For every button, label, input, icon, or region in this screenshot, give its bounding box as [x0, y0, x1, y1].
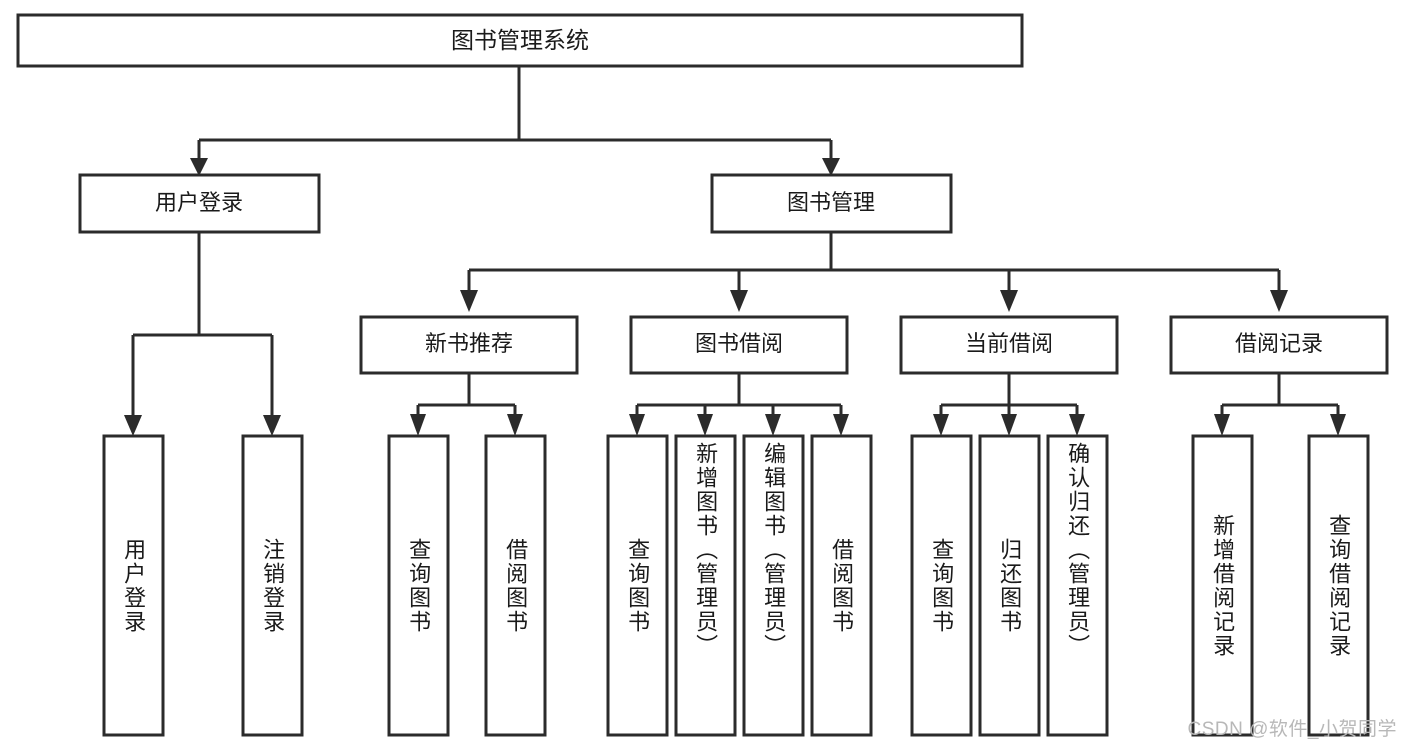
- arrowhead-leaf-borrow-book-1: [507, 414, 523, 436]
- arrowhead-leaf-edit-book: [765, 414, 781, 436]
- arrowhead-leaf-add-book: [697, 414, 713, 436]
- arrowhead-book-borrow: [730, 290, 748, 312]
- node-leaf-query-book-2-rect[interactable]: [606, 434, 669, 737]
- arrowhead-leaf-user-login: [124, 415, 142, 436]
- node-leaf-logout-login-rect[interactable]: [241, 434, 304, 737]
- node-book-borrow-label: 图书借阅: [695, 331, 783, 356]
- arrowhead-leaf-logout-login: [263, 415, 281, 436]
- node-user-login[interactable]: 用户登录: [78, 173, 321, 234]
- node-leaf-add-book-rect[interactable]: [674, 434, 737, 737]
- node-borrow-record[interactable]: 借阅记录: [1169, 315, 1389, 375]
- arrowhead-leaf-borrow-book-2: [833, 414, 849, 436]
- node-leaf-user-login-rect[interactable]: [102, 434, 165, 737]
- node-book-manage[interactable]: 图书管理: [710, 173, 953, 234]
- node-root-rect[interactable]: [16, 13, 1024, 68]
- arrowhead-leaf-query-book-3: [933, 414, 949, 436]
- node-current-borrow[interactable]: 当前借阅: [899, 315, 1119, 375]
- node-borrow-record-rect[interactable]: [1169, 315, 1389, 375]
- arrowhead-leaf-query-record: [1330, 414, 1346, 436]
- node-new-book-recommend-label: 新书推荐: [425, 331, 513, 356]
- arrowhead-leaf-query-book-2: [629, 414, 645, 436]
- connector-group-current-borrow: [933, 373, 1085, 436]
- node-root[interactable]: 图书管理系统: [16, 13, 1024, 68]
- connector-group-new-book-recommend: [410, 373, 523, 436]
- node-leaf-borrow-book-2-rect[interactable]: [810, 434, 873, 737]
- node-current-borrow-rect[interactable]: [899, 315, 1119, 375]
- node-leaf-edit-book-rect[interactable]: [742, 434, 805, 737]
- csdn-watermark: CSDN @软件_小贺同学: [1187, 719, 1397, 740]
- node-leaf-query-book-3-rect[interactable]: [910, 434, 973, 737]
- arrowhead-leaf-return-book: [1001, 414, 1017, 436]
- node-leaf-return-book-rect[interactable]: [978, 434, 1041, 737]
- connector-group-user-login: [124, 232, 281, 436]
- connector-group-book-borrow: [629, 373, 849, 436]
- node-new-book-recommend-rect[interactable]: [359, 315, 579, 375]
- node-book-borrow[interactable]: 图书借阅: [629, 315, 849, 375]
- connector-group-root: [190, 66, 840, 176]
- node-leaf-query-book-1-rect[interactable]: [387, 434, 450, 737]
- node-user-login-rect[interactable]: [78, 173, 321, 234]
- node-current-borrow-label: 当前借阅: [965, 331, 1053, 356]
- leaf-rect-group: [102, 434, 1370, 737]
- arrowhead-new-book-recommend: [460, 290, 478, 312]
- node-leaf-add-record-rect[interactable]: [1191, 434, 1254, 737]
- node-root-label: 图书管理系统: [451, 27, 589, 53]
- node-new-book-recommend[interactable]: 新书推荐: [359, 315, 579, 375]
- node-book-manage-rect[interactable]: [710, 173, 953, 234]
- arrowhead-leaf-confirm-return: [1069, 414, 1085, 436]
- arrowhead-borrow-record: [1270, 290, 1288, 312]
- node-user-login-label: 用户登录: [155, 190, 243, 215]
- connector-group-borrow-record: [1214, 373, 1346, 436]
- node-leaf-borrow-book-1-rect[interactable]: [484, 434, 547, 737]
- node-borrow-record-label: 借阅记录: [1235, 331, 1323, 356]
- node-book-borrow-rect[interactable]: [629, 315, 849, 375]
- arrowhead-book-manage: [822, 158, 840, 176]
- connector-group-book-manage: [460, 232, 1288, 312]
- node-book-manage-label: 图书管理: [787, 190, 875, 215]
- arrowhead-leaf-add-record: [1214, 414, 1230, 436]
- node-leaf-confirm-return-rect[interactable]: [1046, 434, 1109, 737]
- arrowhead-current-borrow: [1000, 290, 1018, 312]
- node-leaf-query-record-rect[interactable]: [1307, 434, 1370, 737]
- arrowhead-leaf-query-book-1: [410, 414, 426, 436]
- arrowhead-user-login: [190, 158, 208, 176]
